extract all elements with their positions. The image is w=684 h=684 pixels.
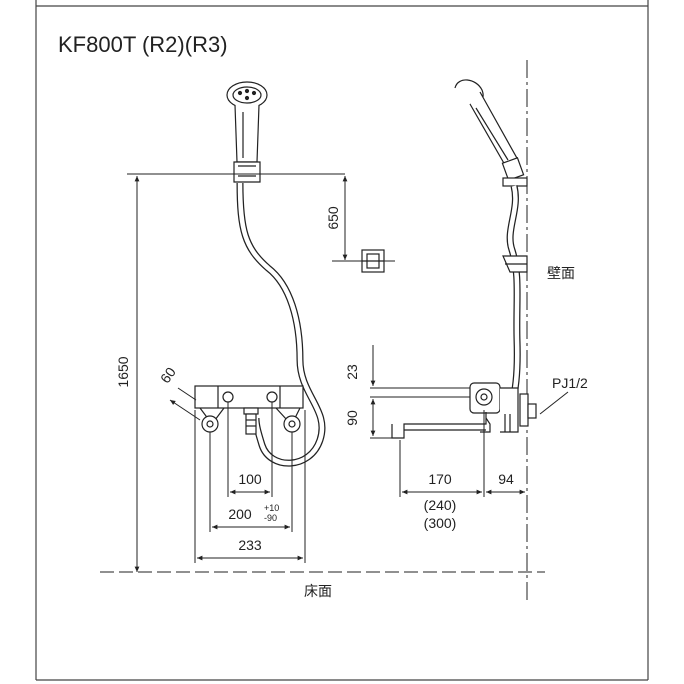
shower-head-side-icon <box>454 79 528 187</box>
dim-200-label: 200 <box>228 506 252 522</box>
floor-label: 床面 <box>304 583 332 599</box>
mixer-body-front-icon <box>194 385 304 435</box>
height-total-label: 1650 <box>115 356 131 387</box>
dim-240-label: (240) <box>424 497 457 513</box>
wall-label: 壁面 <box>547 265 575 281</box>
dim-23-label: 23 <box>344 364 360 380</box>
drawing-border <box>35 0 649 681</box>
front-dimensions <box>127 173 395 572</box>
height-holder-label: 650 <box>325 206 341 230</box>
shower-head-front-icon <box>226 81 268 183</box>
model-title: KF800T (R2)(R3) <box>58 32 228 57</box>
mixer-body-side-icon <box>391 382 537 439</box>
tolerance-plus: +10 <box>264 503 279 513</box>
dim-90-label: 90 <box>344 410 360 426</box>
side-view <box>391 79 537 439</box>
dim-170-label: 170 <box>428 471 452 487</box>
angle-label: 60 <box>157 364 179 386</box>
dim-233-label: 233 <box>238 537 262 553</box>
front-view <box>194 81 385 467</box>
tolerance-minus: -90 <box>264 513 277 523</box>
dim-100-label: 100 <box>238 471 262 487</box>
pipe-size-label: PJ1/2 <box>552 375 588 391</box>
dim-300-label: (300) <box>424 515 457 531</box>
side-dimensions <box>370 345 569 497</box>
dim-94-label: 94 <box>498 471 514 487</box>
